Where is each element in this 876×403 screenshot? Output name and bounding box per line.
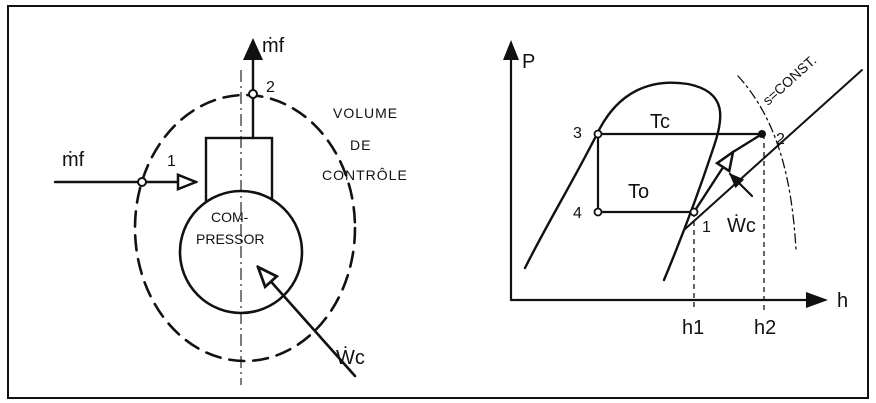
ph-diagram: P h 3 4 1 2 Tc To s=CONST. Ẇc h1 bbox=[503, 40, 863, 339]
isentrope-label: s=CONST. bbox=[759, 52, 819, 108]
state-2-dot bbox=[248, 89, 258, 99]
point-4-label: 4 bbox=[573, 205, 582, 222]
ph-work-arrow bbox=[728, 172, 754, 198]
figure-frame bbox=[7, 5, 869, 399]
compressor-diagram: ṁf 2 ṁf 1 VOLUME DE CONTRÔLE COM- PRESSO… bbox=[53, 35, 408, 385]
state-1-dot bbox=[137, 177, 147, 187]
control-volume-label-2: DE bbox=[350, 137, 371, 153]
isentrope-arc bbox=[737, 75, 797, 251]
saturation-dome bbox=[523, 81, 722, 282]
work-input-label: Ẇc bbox=[336, 346, 365, 369]
p-axis-arrow bbox=[503, 40, 519, 60]
control-volume-label-1: VOLUME bbox=[333, 105, 398, 121]
h-axis-label: h bbox=[837, 290, 848, 312]
point-1 bbox=[689, 207, 699, 217]
work-input-arrow bbox=[258, 267, 357, 378]
compression-line bbox=[692, 152, 733, 214]
outlet-arrow-head bbox=[243, 38, 263, 60]
state-1-label: 1 bbox=[167, 153, 176, 170]
state-2-label: 2 bbox=[266, 79, 275, 96]
p-axis-label: P bbox=[522, 51, 535, 73]
point-1-label: 1 bbox=[702, 219, 711, 236]
h-axis-arrow bbox=[806, 292, 828, 308]
point-2 bbox=[758, 130, 766, 138]
control-volume-label-3: CONTRÔLE bbox=[322, 167, 408, 183]
point-3 bbox=[593, 129, 603, 139]
ph-work-label: Ẇc bbox=[727, 214, 756, 237]
isentrope-line bbox=[683, 69, 863, 231]
point-4 bbox=[593, 207, 603, 217]
h2-tick-label: h2 bbox=[754, 317, 776, 339]
control-volume-boundary bbox=[133, 93, 357, 363]
compression-line-end bbox=[731, 132, 764, 154]
compressor-label-2: PRESSOR bbox=[196, 231, 264, 247]
h1-tick-label: h1 bbox=[682, 317, 704, 339]
evaporating-temp-label: To bbox=[628, 181, 649, 203]
condensing-temp-label: Tc bbox=[650, 111, 670, 133]
inlet-mass-flow-label: ṁf bbox=[62, 149, 85, 171]
compressor-label-1: COM- bbox=[211, 209, 249, 225]
outlet-mass-flow-label: ṁf bbox=[262, 35, 285, 57]
point-3-label: 3 bbox=[573, 125, 582, 142]
point-2-label: 2 bbox=[776, 131, 785, 148]
